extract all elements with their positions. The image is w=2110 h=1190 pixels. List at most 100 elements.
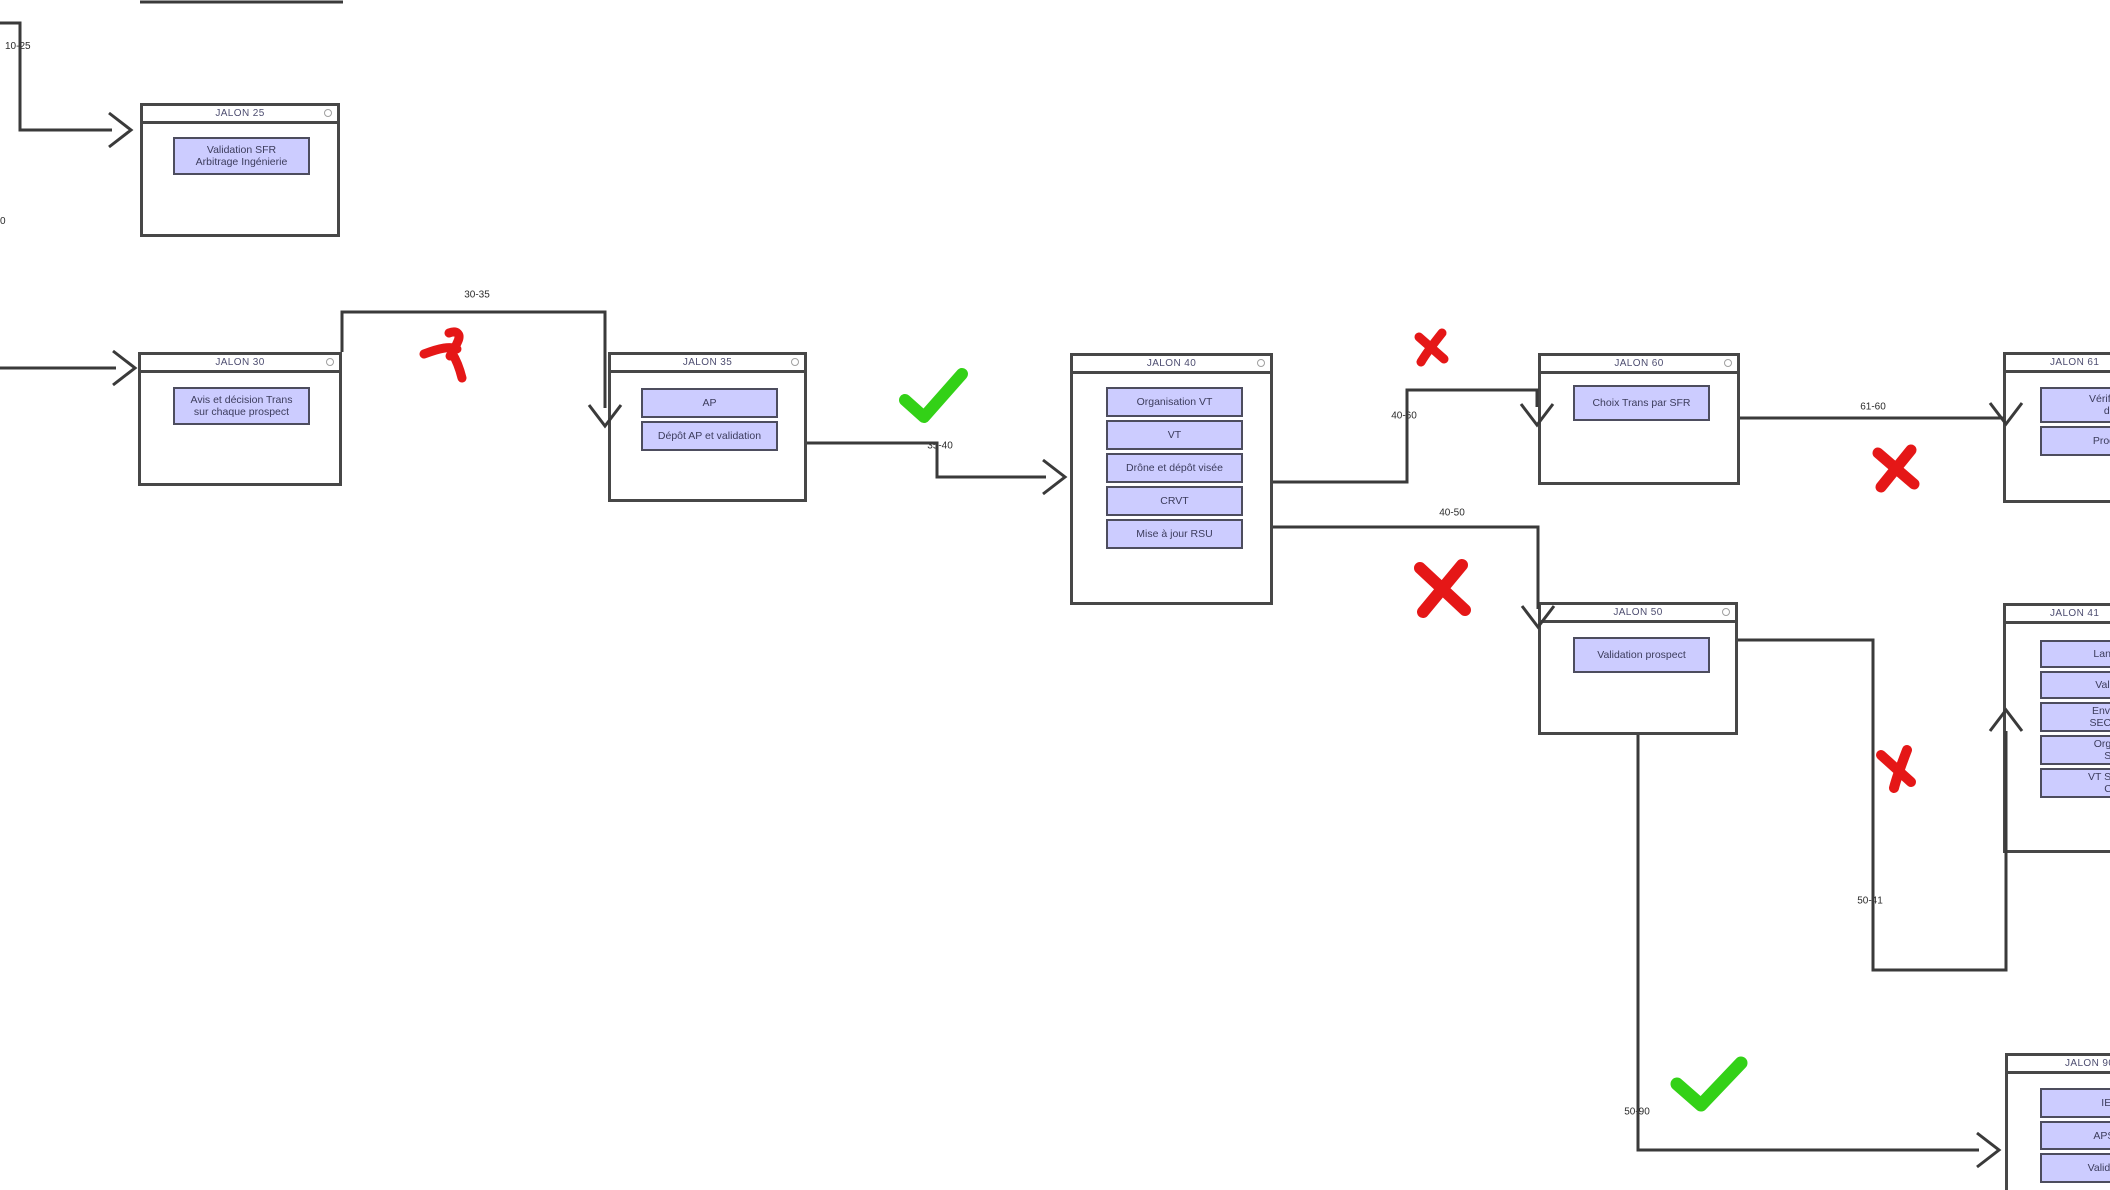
task-label: AP xyxy=(702,397,717,409)
task-label: Avis et décision Trans xyxy=(190,394,293,406)
task-label: sur chaque prospect xyxy=(193,406,290,418)
task-label: Envoi con xyxy=(2091,705,2110,717)
task-cell[interactable]: CRVT xyxy=(1106,486,1243,516)
edge-label-10-25[interactable]: 10-25 xyxy=(5,41,31,52)
task-cell[interactable]: Lanceme xyxy=(2040,640,2110,668)
task-label: IE RA xyxy=(2101,1097,2110,1109)
node-title: JALON 61 xyxy=(2050,356,2100,368)
collapse-icon[interactable] xyxy=(1722,608,1730,616)
task-label: CRVT xyxy=(1160,495,1189,507)
task-label: Arbitrage Ingénierie xyxy=(195,156,288,168)
edge-label-30-35[interactable]: 30-35 xyxy=(464,289,490,301)
task-label: CSP xyxy=(2104,783,2110,795)
task-label: VT xyxy=(1167,429,1182,441)
task-label: Mise à jour RSU xyxy=(1136,528,1213,540)
edge-label-40-60[interactable]: 40-60 xyxy=(1391,410,1417,422)
task-label: APS / Dé xyxy=(2093,1129,2110,1142)
annotation-check-after-jalon35 xyxy=(899,368,968,423)
task-cell[interactable]: Vérification dista xyxy=(2040,387,2110,423)
task-cell[interactable]: Validation A xyxy=(2040,1153,2110,1183)
task-cell[interactable]: Avis et décision Trans sur chaque prospe… xyxy=(173,387,310,425)
edge-40-60[interactable] xyxy=(1273,388,1539,484)
task-cell[interactable]: AP xyxy=(641,388,778,418)
edge-label-40-50[interactable]: 40-50 xyxy=(1439,507,1465,519)
edge-label-left-partial[interactable]: 0 xyxy=(0,216,6,227)
arrowhead-into-jalon30 xyxy=(112,349,138,387)
node-title: JALON 30 xyxy=(215,356,265,368)
node-jalon61[interactable]: JALON 61 Vérification dista Productio xyxy=(2003,352,2110,503)
collapse-icon[interactable] xyxy=(326,358,334,366)
task-label: Vérification xyxy=(2089,393,2110,405)
task-label: Organisa xyxy=(2093,738,2110,750)
annotation-cross-below-edge-61-60 xyxy=(1872,444,1920,493)
arrowhead-10-25 xyxy=(108,111,134,149)
task-cell[interactable]: VT xyxy=(1106,420,1243,450)
node-title: JALON 40 xyxy=(1146,357,1197,369)
task-label: Dépôt AP et validation xyxy=(657,430,762,442)
collapse-icon[interactable] xyxy=(324,109,332,117)
arrowhead-50-90 xyxy=(1976,1131,2002,1169)
task-cell[interactable]: Productio xyxy=(2040,426,2110,456)
node-jalon35[interactable]: JALON 35 AP Dépôt AP et validation xyxy=(608,352,807,502)
annotation-scribble-cross-near-jalon30 xyxy=(419,327,467,383)
task-label: dista xyxy=(2103,405,2110,417)
task-label: VT SECU a xyxy=(2087,771,2110,783)
task-cell[interactable]: Envoi con SECU + VI xyxy=(2040,702,2110,732)
task-label: Drône et dépôt visée xyxy=(1126,462,1223,474)
edge-50-41[interactable] xyxy=(1738,638,2008,972)
task-label: Validatio xyxy=(2095,679,2110,691)
task-cell[interactable]: Mise à jour RSU xyxy=(1106,519,1243,549)
task-cell[interactable]: Dépôt AP et validation xyxy=(641,421,778,451)
task-label: SECU + VI xyxy=(2089,717,2110,729)
node-title: JALON 90 xyxy=(2065,1057,2110,1069)
node-title: JALON 41 xyxy=(2050,607,2100,619)
task-cell[interactable]: Organisation VT xyxy=(1106,387,1243,417)
node-titlebar: JALON 25 xyxy=(143,106,337,124)
node-jalon60[interactable]: JALON 60 Choix Trans par SFR xyxy=(1538,353,1740,485)
edge-label-61-60[interactable]: 61-60 xyxy=(1860,401,1886,413)
node-titlebar: JALON 90 xyxy=(2008,1056,2110,1074)
edge-40-50[interactable] xyxy=(1273,525,1540,609)
task-label: Validation A xyxy=(2087,1162,2110,1174)
edge-50-90[interactable] xyxy=(1636,735,1979,1152)
task-cell[interactable]: Validatio xyxy=(2040,671,2110,699)
task-cell[interactable]: Drône et dépôt visée xyxy=(1106,453,1243,483)
arrowhead-35-40 xyxy=(1042,458,1068,496)
edge-label-50-41[interactable]: 50-41 xyxy=(1857,895,1883,907)
collapse-icon[interactable] xyxy=(1724,359,1732,367)
edge-label-50-90[interactable]: 50-90 xyxy=(1624,1106,1650,1118)
task-label: Lanceme xyxy=(2093,648,2110,660)
node-titlebar: JALON 41 xyxy=(2006,606,2110,624)
task-label: Validation SFR xyxy=(206,144,277,156)
edge-label-35-40[interactable]: 35-40 xyxy=(927,440,953,452)
task-cell[interactable]: Validation prospect xyxy=(1573,637,1710,673)
node-title: JALON 60 xyxy=(1614,357,1664,369)
node-jalon90[interactable]: JALON 90 IE RA APS / Dé Validation A xyxy=(2005,1053,2110,1190)
task-label: Choix Trans par SFR xyxy=(1592,397,1691,409)
task-label: Productio xyxy=(2092,435,2110,447)
task-cell[interactable]: Choix Trans par SFR xyxy=(1573,385,1710,421)
task-cell[interactable]: VT SECU a CSP xyxy=(2040,768,2110,798)
node-titlebar: JALON 35 xyxy=(611,355,804,373)
annotation-cross-above-edge-40-60 xyxy=(1414,328,1449,367)
task-cell[interactable]: Organisa SEC xyxy=(2040,735,2110,765)
task-cell[interactable]: APS / Dé xyxy=(2040,1121,2110,1150)
node-title: JALON 35 xyxy=(682,356,733,368)
edge-10-25[interactable] xyxy=(0,21,112,132)
node-titlebar: JALON 50 xyxy=(1541,605,1735,623)
task-cell[interactable]: Validation SFR Arbitrage Ingénierie xyxy=(173,137,310,175)
annotation-check-on-edge-50-90 xyxy=(1670,1056,1748,1112)
collapse-icon[interactable] xyxy=(1257,359,1265,367)
node-jalon41[interactable]: JALON 41 Lanceme Validatio Envoi con SEC… xyxy=(2003,603,2110,853)
task-cell[interactable]: IE RA xyxy=(2040,1088,2110,1118)
node-jalon50[interactable]: JALON 50 Validation prospect xyxy=(1538,602,1738,735)
node-titlebar: JALON 60 xyxy=(1541,356,1737,374)
task-label: SEC xyxy=(2104,750,2110,762)
edge-30-35[interactable] xyxy=(340,310,607,408)
collapse-icon[interactable] xyxy=(791,358,799,366)
annotation-cross-on-edge-50-41 xyxy=(1876,745,1916,793)
node-jalon30[interactable]: JALON 30 Avis et décision Trans sur chaq… xyxy=(138,352,342,486)
node-jalon25[interactable]: JALON 25 Validation SFR Arbitrage Ingéni… xyxy=(140,103,340,237)
node-jalon40[interactable]: JALON 40 Organisation VT VT Drône et dép… xyxy=(1070,353,1273,605)
